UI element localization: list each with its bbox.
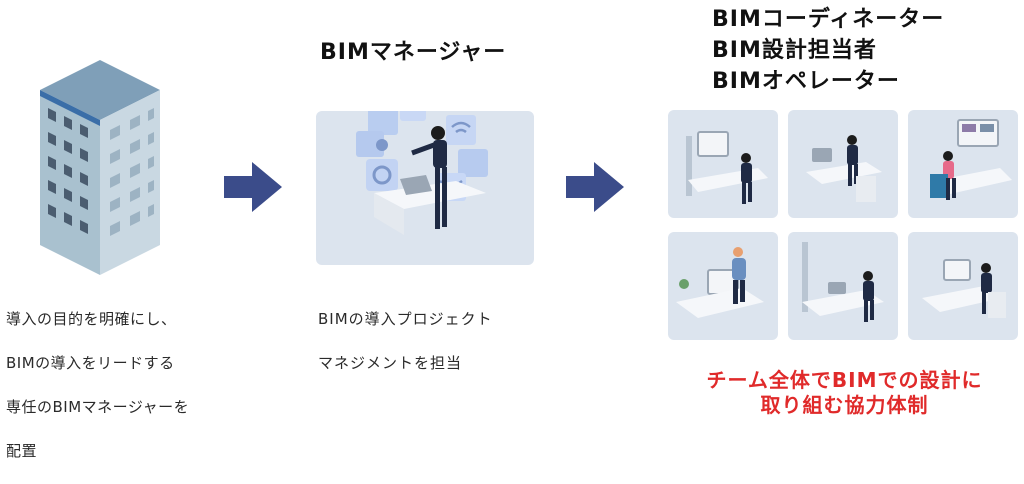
arrow-right-icon (224, 162, 282, 212)
ui-panel-icon (400, 111, 426, 121)
workstation-illustration (668, 232, 778, 340)
plant-icon (679, 279, 689, 289)
manager-person (431, 126, 445, 140)
manager-title: BIMマネージャー (320, 40, 507, 65)
building-windows (48, 108, 88, 234)
monitor-icon (943, 259, 971, 281)
manager-scene (356, 111, 488, 235)
video-call-monitor-icon (957, 119, 999, 147)
step1-caption: 導入の目的を明確にし、 BIMの導入をリードする 専任のBIMマネージャーを 配… (6, 310, 190, 460)
workstation-illustration (788, 110, 898, 218)
team-roles: BIMコーディネーター BIM設計担当者 BIMオペレーター (712, 4, 944, 97)
workstation-illustration (908, 110, 1018, 218)
arrow-right-icon (566, 162, 624, 212)
lock-icon (356, 131, 384, 157)
workstation-illustration (668, 110, 778, 218)
workstation-illustration (788, 232, 898, 340)
laptop-icon (828, 282, 846, 294)
role-coordinator: BIMコーディネーター (712, 7, 945, 32)
desk (374, 181, 486, 209)
ui-panel-icon (368, 111, 398, 135)
chat-icon (458, 149, 488, 177)
gear-icon (366, 159, 398, 191)
role-designer: BIM設計担当者 (712, 38, 877, 63)
manager-illustration (316, 111, 534, 265)
workstation-grid (668, 110, 1018, 350)
monitor-icon (697, 131, 729, 157)
workstation-illustration (908, 232, 1018, 340)
laptop-icon (812, 148, 832, 162)
laptop-icon (400, 175, 432, 195)
building-illustration (40, 60, 160, 275)
role-operator: BIMオペレーター (712, 69, 900, 94)
step2-caption: BIMの導入プロジェクト マネジメントを担当 (318, 310, 493, 372)
team-highlight: チーム全体でBIMでの設計に 取り組む協力体制 (706, 368, 983, 417)
